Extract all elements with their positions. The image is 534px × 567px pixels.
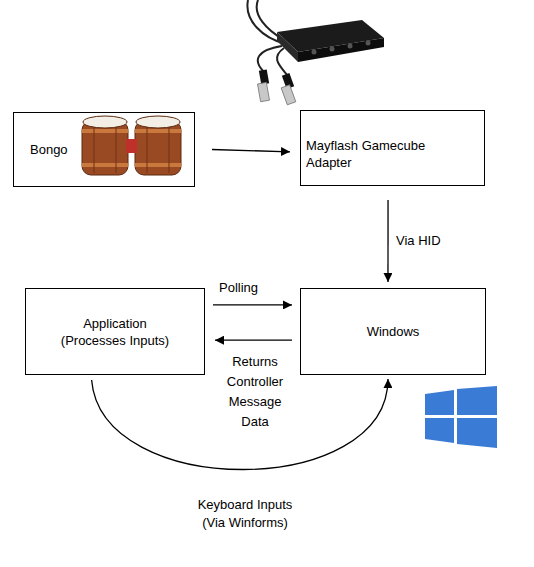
device-box: Mayflash Gamecube Adapter — [300, 110, 485, 186]
windows-logo — [422, 386, 500, 448]
bongo-barrel — [82, 116, 128, 175]
edge-label: Polling — [219, 279, 279, 297]
text-wrap: Windows — [328, 323, 458, 340]
text-wrap: Bongo — [30, 141, 90, 158]
arrow-connector — [213, 304, 292, 305]
adapter-illustration — [222, 0, 392, 108]
node-text: Windows — [328, 323, 458, 340]
arrow-connector — [215, 340, 292, 341]
node-text: Mayflash Gamecube Adapter — [306, 137, 441, 171]
bongo-barrel — [135, 116, 181, 175]
adapter-body — [277, 20, 384, 62]
edge-label: Returns Controller Message Data — [222, 352, 288, 432]
system-box: Windows — [300, 288, 486, 375]
process-box: Application (Processes Inputs) — [25, 288, 205, 375]
bongo-joint — [126, 139, 137, 153]
node-text: Bongo — [30, 141, 90, 158]
arrow-connector — [92, 379, 388, 470]
arrow-connector — [212, 150, 290, 152]
node-text: Application (Processes Inputs) — [50, 315, 180, 349]
arrow-connector — [387, 200, 388, 282]
edge-label: Keyboard Inputs (Via Winforms) — [186, 496, 304, 532]
edge-label: Via HID — [396, 232, 466, 250]
text-wrap: Mayflash Gamecube Adapter — [306, 137, 441, 171]
usb-plugs — [258, 69, 296, 104]
bongo-illustration — [78, 113, 186, 179]
text-wrap: Application (Processes Inputs) — [50, 315, 180, 349]
